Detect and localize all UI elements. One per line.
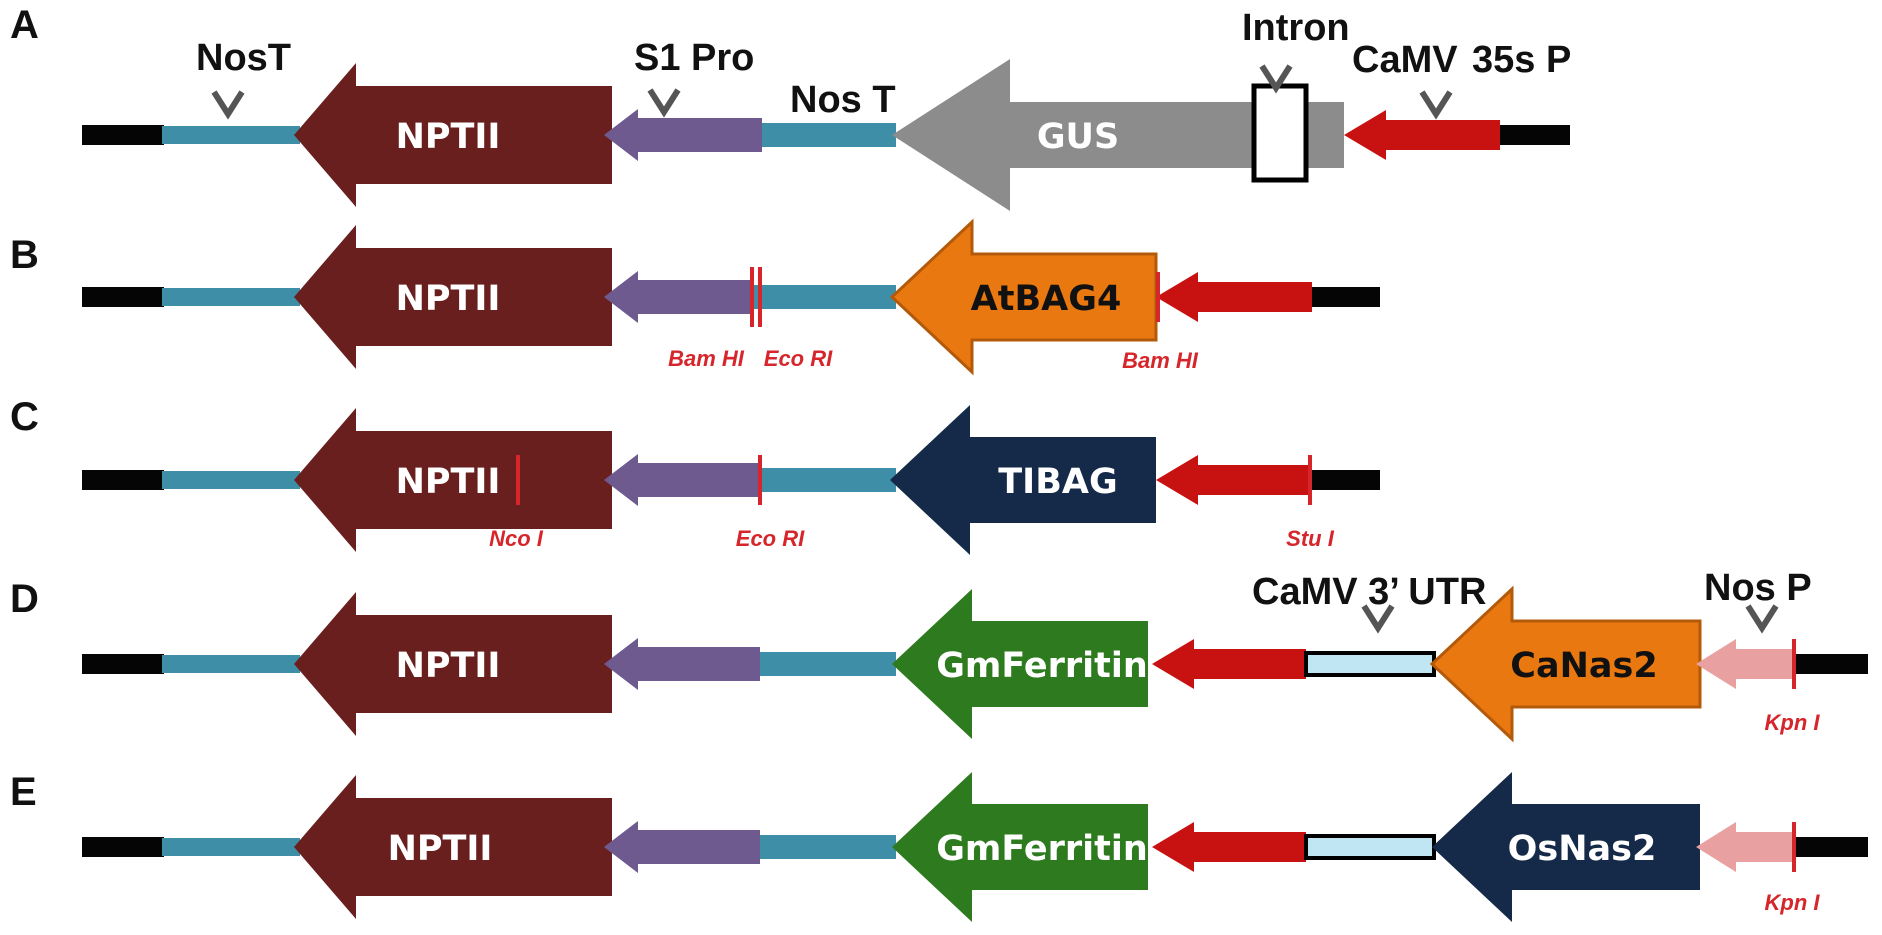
nos-terminator (760, 652, 896, 676)
backbone-line (1796, 837, 1868, 857)
site-label-ncoi: Nco I (489, 526, 544, 551)
site-label-bamhi: Bam HI (1122, 348, 1199, 373)
s1-promoter (604, 638, 760, 690)
intron-marker-icon (1259, 64, 1293, 94)
panel-label-d: D (10, 577, 39, 621)
ecori-site-marker (758, 267, 762, 327)
gus-arrow (892, 59, 1344, 211)
site-label-ecori: Eco RI (764, 346, 833, 371)
kpni-site-marker (1792, 822, 1796, 872)
feature-label-s1-pro: S1 Pro (634, 37, 754, 79)
backbone-line (82, 287, 164, 307)
nptii-arrow (294, 225, 612, 369)
nptii-arrow (294, 592, 612, 736)
gene-label-osnas2: OsNas2 (1508, 829, 1657, 869)
s1-promoter (604, 271, 752, 323)
gene-label-canas2: CaNas2 (1510, 646, 1657, 686)
nost-marker-icon (211, 90, 245, 120)
camv-3utr-box (1304, 651, 1436, 677)
gene-label-nptii: NPTII (388, 829, 493, 869)
bamhi-site-marker (750, 267, 754, 327)
gene-label-tibag: TIBAG (998, 462, 1117, 502)
gene-label-gmferritin: GmFerritin (936, 646, 1148, 686)
feature-label-camv-3utr: CaMV 3’ UTR (1252, 571, 1486, 613)
nos-p-marker-icon (1745, 604, 1779, 634)
gene-label-nptii: NPTII (396, 117, 501, 157)
site-label-kpni: Kpn I (1765, 890, 1821, 915)
nos-terminator (162, 471, 300, 489)
site-label-ecori: Eco RI (736, 526, 805, 551)
gene-label-gmferritin: GmFerritin (936, 829, 1148, 869)
panel-label-e: E (10, 770, 37, 814)
tibag-arrow (890, 405, 1156, 555)
s1-promoter (604, 109, 762, 161)
feature-label-nos-t: Nos T (790, 79, 896, 121)
s1-promoter (604, 821, 760, 873)
feature-label-35s-p: 35s P (1472, 39, 1571, 81)
osnas2-arrow (1432, 772, 1700, 922)
gene-label-nptii: NPTII (396, 279, 501, 319)
feature-label-camv: CaMV (1352, 39, 1458, 81)
backbone-line (82, 125, 164, 145)
gene-label-nptii: NPTII (396, 646, 501, 686)
nos-terminator (162, 838, 300, 856)
nos-terminator (760, 468, 896, 492)
nos-promoter (1696, 639, 1794, 689)
stui-site-marker (1308, 455, 1312, 505)
site-label-stui: Stu I (1286, 526, 1335, 551)
backbone-line (1312, 470, 1380, 490)
camv-35s-promoter (1152, 822, 1306, 872)
camv-35s-promoter (1152, 639, 1306, 689)
nptii-arrow (294, 63, 612, 207)
gene-label-nptii: NPTII (396, 462, 501, 502)
panel-label-b: B (10, 233, 39, 277)
intron-box (1251, 83, 1309, 183)
panel-label-a: A (10, 3, 39, 47)
backbone-line (1312, 287, 1380, 307)
gene-label-gus: GUS (1037, 117, 1119, 157)
backbone-line (82, 470, 164, 490)
s1-pro-marker-icon (647, 88, 681, 118)
nos-terminator (752, 285, 896, 309)
nos-terminator (162, 126, 300, 144)
site-label-kpni: Kpn I (1765, 710, 1821, 735)
nos-promoter (1696, 822, 1794, 872)
ncoi-site-marker (516, 455, 520, 505)
backbone-line (1500, 125, 1570, 145)
camv-3utr-marker-icon (1361, 604, 1395, 634)
feature-label-intron: Intron (1242, 7, 1350, 49)
camv-3utr-box (1304, 834, 1436, 860)
feature-label-nos-p: Nos P (1704, 567, 1812, 609)
camv-35s-promoter (1156, 272, 1312, 322)
gmferritin-arrow (892, 772, 1148, 922)
nos-terminator (162, 288, 300, 306)
gmferritin-arrow (892, 589, 1148, 739)
ecori-site-marker (758, 455, 762, 505)
s1-promoter (604, 454, 760, 506)
camv-35s-promoter (1344, 110, 1500, 160)
bamhi-site-marker (1156, 272, 1160, 322)
nos-terminator (762, 123, 896, 147)
backbone-line (82, 654, 164, 674)
gene-label-atbag4: AtBAG4 (971, 279, 1122, 319)
nos-terminator (162, 655, 300, 673)
nptii-arrow (294, 775, 612, 919)
camv-35s-promoter (1156, 455, 1312, 505)
backbone-line (1796, 654, 1868, 674)
camv-marker-icon (1419, 90, 1453, 120)
backbone-line (82, 837, 164, 857)
panel-label-c: C (10, 395, 39, 439)
site-label-bamhi: Bam HI (668, 346, 745, 371)
feature-label-nost: NosT (196, 37, 291, 79)
nos-terminator (760, 835, 896, 859)
kpni-site-marker (1792, 639, 1796, 689)
nptii-arrow (294, 408, 612, 552)
